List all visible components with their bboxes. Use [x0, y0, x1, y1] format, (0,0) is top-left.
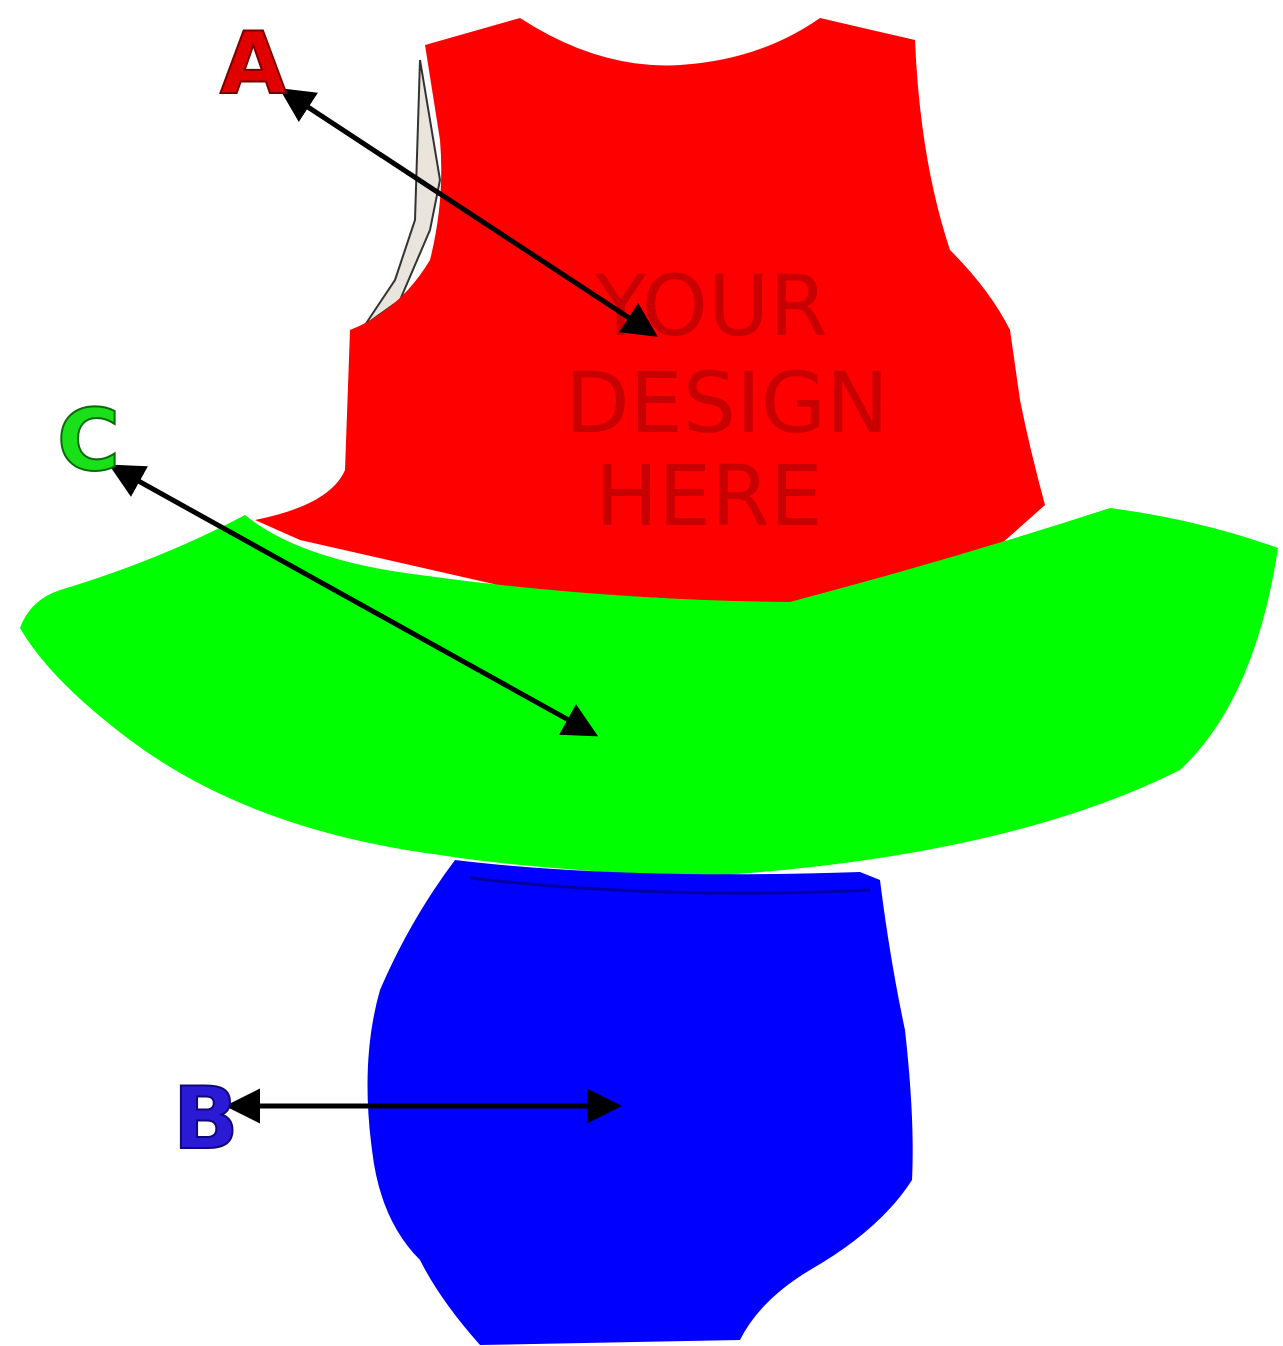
label-c: C	[57, 391, 120, 491]
region-b-bloomers	[368, 860, 913, 1345]
design-text-line-1: YOUR	[594, 257, 828, 355]
label-b: B	[173, 1069, 239, 1169]
design-text-line-3: HERE	[595, 447, 823, 545]
design-text-line-2: DESIGN	[565, 354, 889, 452]
label-a: A	[220, 14, 287, 114]
